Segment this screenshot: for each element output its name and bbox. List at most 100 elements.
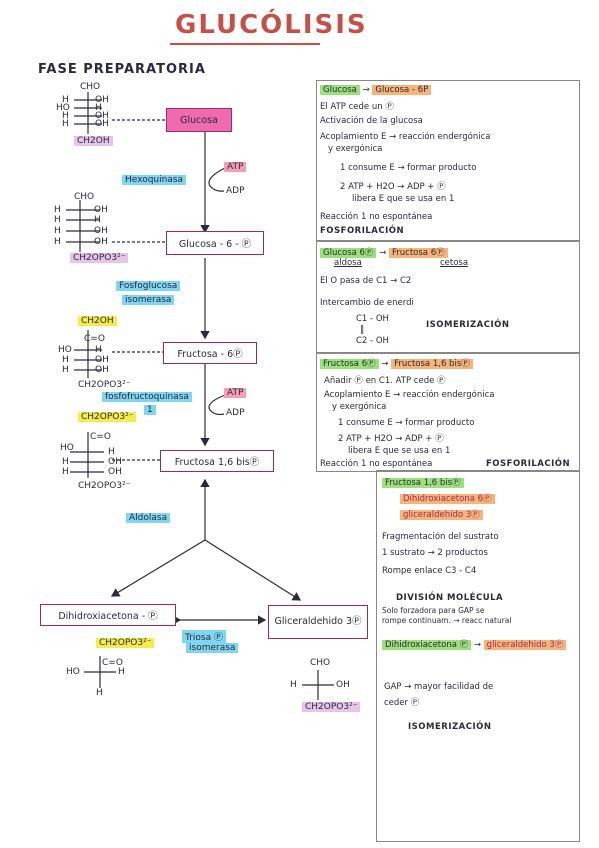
f6p-right-2: OH [95,355,109,365]
note4-line3: Rompe enlace C3 - C4 [382,566,477,576]
glucose-right-3: OH [95,111,109,121]
note1-line7: libera E que se usa en 1 [352,194,455,204]
g6p-right-4: OH [94,237,108,247]
f16-left-3: H [62,467,69,477]
fructosa16bisp-label: Fructosa 1,6 bisⓅ [174,457,260,468]
g6p-left-4: H [54,237,61,247]
note5-line3: ISOMERIZACIÓN [408,722,492,732]
note1-line1: El ATP cede un Ⓟ [320,102,394,112]
note3-title: Fructosa 6Ⓟ → Fructosa 1,6 bisⓅ [320,357,473,369]
g6p-bottom-group: CH2OPO3²⁻ [70,253,129,263]
note2-title: Glucosa 6Ⓟ → Fructosa 6Ⓟ [320,246,448,258]
dhap-top-group: CH2OPO3²⁻ [96,638,155,648]
gliceraldehido-label: Gliceraldehido 3Ⓟ [274,616,362,627]
gap-bottom-group: CH2OPO3²⁻ [302,702,361,712]
note2-line4: ‖ [360,325,365,335]
note2-sub-b: cetosa [440,258,469,268]
note1-line2: Activación de la glucosa [320,116,423,126]
glucosa6p-label: Glucosa - 6 - Ⓟ [178,239,252,250]
glucose-bottom-group: CH2OH [74,136,113,146]
f6p-top-group: CH2OH [78,316,117,326]
notes-panel-2 [316,240,580,354]
g6p-right-1: OH [94,205,108,215]
note4-line4: DIVISIÓN MOLÉCULA [396,593,504,603]
fructosa6p-box: Fructosa - 6Ⓟ [163,342,257,364]
adp-label-2: ADP [226,408,245,418]
note2-line5: C2 - OH [356,336,389,346]
g6p-left-2: H [54,215,61,225]
note4-line1: Fragmentación del sustrato [382,532,499,542]
atp-label-2: ATP [224,388,247,398]
g6p-top-group: CHO [74,192,95,202]
f6p-right-1: H [95,345,102,355]
page-title: GLUCÓLISIS [175,10,368,40]
fructosa6p-label: Fructosa - 6Ⓟ [177,349,243,360]
f6p-bottom-group: CH2OPO3²⁻ [78,380,131,390]
gliceraldehido-box: Gliceraldehido 3Ⓟ [268,605,368,639]
fructosa16bisp-box: Fructosa 1,6 bisⓅ [160,450,274,472]
notes-panel-3 [316,352,580,472]
enzyme-fosfoglucosa: Fosfoglucosa [116,281,181,291]
dhap-left: HO [66,667,80,677]
note3-line5: 2 ATP + H2O → ADP + Ⓟ [338,434,444,444]
glucose-right-1: OH [95,95,109,105]
g6p-right-2: H [94,215,101,225]
g6p-left-3: H [54,226,61,236]
f16-carbonyl: C=O [90,432,111,442]
note5-title: Dihidroxiacetona Ⓟ → gliceraldehido 3Ⓟ [382,638,567,650]
gap-right: OH [336,680,350,690]
note1-line6: 2 ATP + H2O → ADP + Ⓟ [340,182,446,192]
glucose-top-group: CHO [80,82,101,92]
enzyme-triosa: Triosa Ⓟ [182,630,226,643]
enzyme-isomerasa: isomerasa [122,295,175,305]
f16-left-1: HO [60,443,74,453]
glucosa-box: Glucosa [166,108,232,132]
gap-top-group: CHO [310,658,331,668]
note3-line3: y exergónica [332,402,387,412]
adp-label-1: ADP [226,186,245,196]
notes-panel-4 [376,470,580,842]
g6p-right-3: OH [94,226,108,236]
f16-right-1: H [108,447,115,457]
gap-left: H [290,680,297,690]
note1-line3: Acoplamiento E → reacción endergónica [320,132,491,142]
note4-title: Fructosa 1,6 bisⓅ [382,476,464,488]
glucose-left-1: H [62,95,69,105]
glucosa-label: Glucosa [180,114,218,126]
f6p-right-3: OH [95,365,109,375]
note3-line6: libera E que se usa en 1 [348,446,451,456]
note3-line2: Acoplamiento E → reacción endergónica [324,390,495,400]
f16-right-3: OH [108,467,122,477]
note2-line3: C1 - OH [356,314,389,324]
enzyme-triosa-isomerasa: isomerasa [186,643,239,653]
note4-product-b: gliceraldehido 3Ⓟ [400,508,483,520]
note3-line7: Reacción 1 no espontánea [320,459,433,469]
phase-title: FASE PREPARATORIA [38,62,206,77]
note1-line4: y exergónica [328,144,383,154]
note3-line4: 1 consume E → formar producto [338,418,475,428]
f6p-left-2: H [62,355,69,365]
dihidroxiacetona-label: Dihidroxiacetona - Ⓟ [58,611,158,622]
enzyme-aldolasa: Aldolasa [126,513,171,523]
f16-left-2: H [62,457,69,467]
note1-line9: FOSFORILACIÓN [320,226,405,236]
note3-line8: FOSFORILACIÓN [486,459,571,469]
note1-line8: Reacción 1 no espontánea [320,212,433,222]
note4-line5: Solo forzadora para GAP se [382,606,485,615]
note2-line2: Intercambio de enerdi [320,298,414,308]
note2-line6: ISOMERIZACIÓN [426,320,510,330]
note3-line1: Añadir Ⓟ en C1. ATP cede Ⓟ [324,376,446,386]
notes-panel-1 [316,80,580,242]
f16-right-2: OH [108,457,122,467]
f6p-carbonyl: C=O [84,334,105,344]
note1-line5: 1 consume E → formar producto [340,163,477,173]
note2-line1: El O pasa de C1 → C2 [320,276,412,286]
title-underline [170,43,320,45]
dihidroxiacetona-box: Dihidroxiacetona - Ⓟ [40,604,176,626]
dhap-bottom: H [96,688,103,698]
f6p-left-3: H [62,365,69,375]
glucose-right-4: OH [95,119,109,129]
glucose-left-4: H [62,119,69,129]
f16-bottom-group: CH2OPO3²⁻ [78,481,131,491]
